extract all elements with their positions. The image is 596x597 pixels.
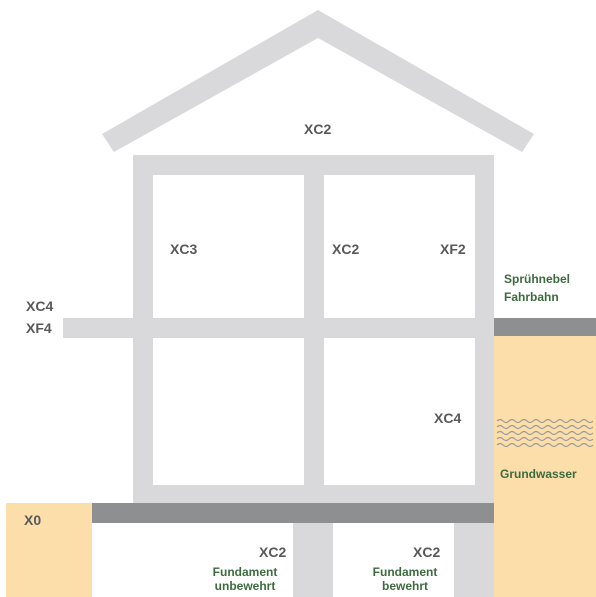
label-spray-line1: Sprühnebel	[504, 272, 571, 286]
label-balcony-top: XC4	[26, 298, 54, 314]
label-roof: XC2	[304, 121, 332, 137]
foundation-right	[454, 523, 494, 597]
street-slab	[494, 318, 596, 336]
foundation-left	[293, 523, 333, 597]
balcony-slab	[63, 318, 153, 338]
label-inner-wall-upper: XC2	[332, 241, 360, 257]
groundwater-waves-icon	[496, 418, 594, 448]
room-lower-left	[153, 338, 304, 485]
label-room-upper-left: XC3	[170, 241, 198, 257]
foundation-slab	[92, 503, 494, 523]
label-foundation-right-line1: Fundament	[372, 565, 438, 579]
right-wall-gap	[475, 155, 494, 173]
label-balcony-bottom: XF4	[26, 320, 52, 336]
label-foundation-left-line2: unbewehrt	[214, 579, 276, 593]
label-ground-left: X0	[24, 512, 42, 528]
room-lower-right	[324, 338, 475, 485]
label-foundation-right-class: XC2	[413, 544, 441, 560]
label-foundation-left-line1: Fundament	[212, 565, 278, 579]
label-foundation-left-class: XC2	[259, 544, 287, 560]
soil-left	[6, 503, 92, 597]
soil-right	[494, 336, 596, 597]
label-spray-line2: Fahrbahn	[504, 290, 559, 304]
room-upper-left	[153, 175, 304, 318]
label-basement-right: XC4	[434, 410, 462, 426]
label-groundwater: Grundwasser	[500, 467, 577, 481]
label-foundation-right-line2: bewehrt	[381, 579, 428, 593]
label-room-upper-right: XF2	[440, 241, 466, 257]
room-upper-right	[324, 175, 475, 318]
